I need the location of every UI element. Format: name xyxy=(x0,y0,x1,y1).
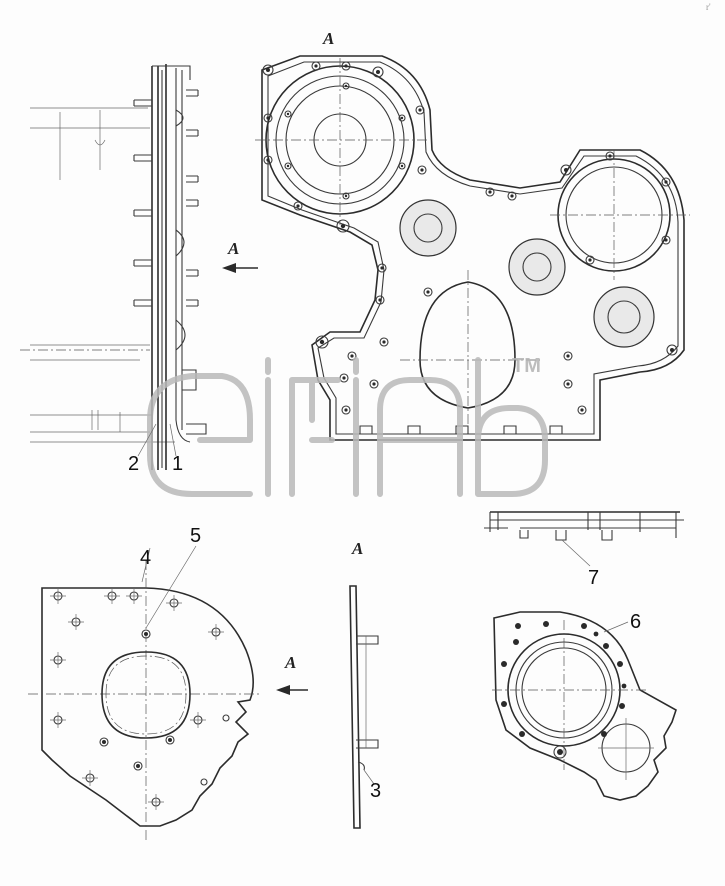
plate-side-view: A 3 xyxy=(349,539,381,829)
plate-front-view: 4 5 xyxy=(28,525,262,840)
callout-4: 4 xyxy=(140,547,151,569)
section-bolts xyxy=(133,89,207,435)
corner-mark: r' xyxy=(706,2,711,12)
view-label-top: A xyxy=(322,29,334,48)
view-label-side: A xyxy=(351,539,363,558)
callout-7: 7 xyxy=(588,567,599,589)
plate-holes xyxy=(50,588,230,810)
cover-side-view: 7 xyxy=(484,511,684,589)
svg-text:A: A xyxy=(284,653,296,672)
view-arrow-lower: A xyxy=(276,653,308,695)
callout-1: 1 xyxy=(172,453,183,475)
svg-text:A: A xyxy=(227,239,239,258)
callouts-upper: 2 1 xyxy=(128,423,183,475)
callout-3: 3 xyxy=(370,780,381,802)
callout-5: 5 xyxy=(190,525,201,547)
watermark-trademark: TM xyxy=(512,355,541,377)
callout-2: 2 xyxy=(128,453,139,475)
front-view-a: A xyxy=(255,29,690,441)
cover-front-view-small: 6 xyxy=(492,611,677,801)
side-section-view: A xyxy=(20,64,258,470)
watermark-logo: TM xyxy=(147,355,548,497)
small-cover-holes xyxy=(501,621,627,759)
view-arrow-upper: A xyxy=(222,239,258,273)
cover-bolt-holes xyxy=(262,61,678,415)
callout-6: 6 xyxy=(630,611,641,633)
